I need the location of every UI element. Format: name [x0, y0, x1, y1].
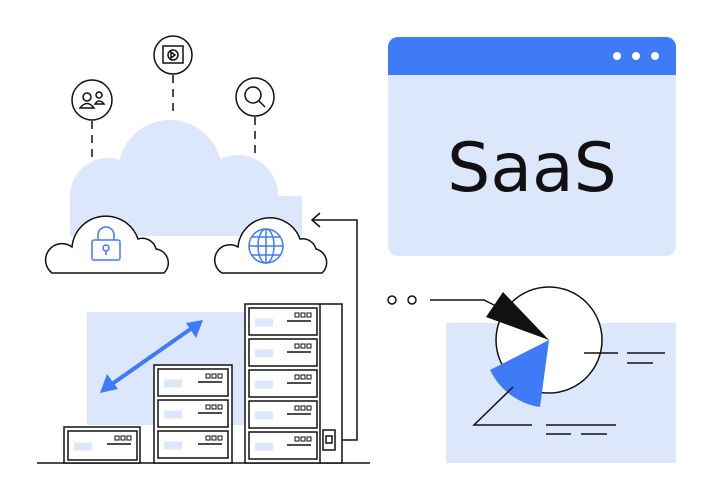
dashed-connectors: [91, 75, 256, 162]
server-led-icon: [306, 405, 312, 411]
server-label: [164, 441, 182, 450]
server-label: [74, 442, 92, 451]
server-led-icon: [294, 343, 300, 349]
server-label: [255, 411, 273, 420]
dot-icon: [407, 295, 417, 305]
server-led-icon: [300, 374, 306, 380]
server-led-icon: [217, 404, 223, 410]
users-icon: [71, 79, 113, 121]
server-led-icon: [205, 435, 211, 441]
window-dot-icon: [651, 52, 659, 60]
server-led-icon: [205, 404, 211, 410]
server-led-icon: [300, 436, 306, 442]
server-led-icon: [294, 374, 300, 380]
server-led-icon: [126, 435, 132, 441]
window-dot-icon: [613, 52, 621, 60]
window-header: [388, 37, 676, 75]
server-led-icon: [205, 373, 211, 379]
pie-chart-icon: [486, 286, 603, 407]
server-led-icon: [300, 343, 306, 349]
server-led-icon: [294, 405, 300, 411]
server-led-icon: [306, 312, 312, 318]
server-led-icon: [306, 343, 312, 349]
server-led-icon: [217, 435, 223, 441]
connection-arrow: [310, 212, 358, 441]
server-led-icon: [217, 373, 223, 379]
server-racks: [63, 303, 343, 464]
server-label: [255, 380, 273, 389]
server-led-icon: [300, 312, 306, 318]
globe-icon: [248, 228, 284, 264]
search-icon: [235, 77, 275, 117]
chart-annotations: [430, 299, 665, 435]
lock-icon: [91, 226, 121, 261]
server-led-icon: [211, 435, 217, 441]
browser-window: SaaS: [388, 37, 676, 256]
server-led-icon: [211, 373, 217, 379]
server-led-icon: [306, 374, 312, 380]
server-led-icon: [294, 312, 300, 318]
server-label: [255, 442, 273, 451]
server-label: [255, 349, 273, 358]
server-led-icon: [211, 404, 217, 410]
server-led-icon: [114, 435, 120, 441]
server-led-icon: [300, 405, 306, 411]
server-led-icon: [306, 436, 312, 442]
server-led-icon: [120, 435, 126, 441]
server-led-icon: [294, 436, 300, 442]
dot-icon: [387, 295, 397, 305]
video-play-icon: [153, 35, 193, 75]
saas-title: SaaS: [447, 129, 617, 208]
server-label: [164, 379, 182, 388]
server-label: [164, 410, 182, 419]
double-arrow-icon: [100, 320, 203, 393]
window-dot-icon: [632, 52, 640, 60]
server-label: [255, 318, 273, 327]
